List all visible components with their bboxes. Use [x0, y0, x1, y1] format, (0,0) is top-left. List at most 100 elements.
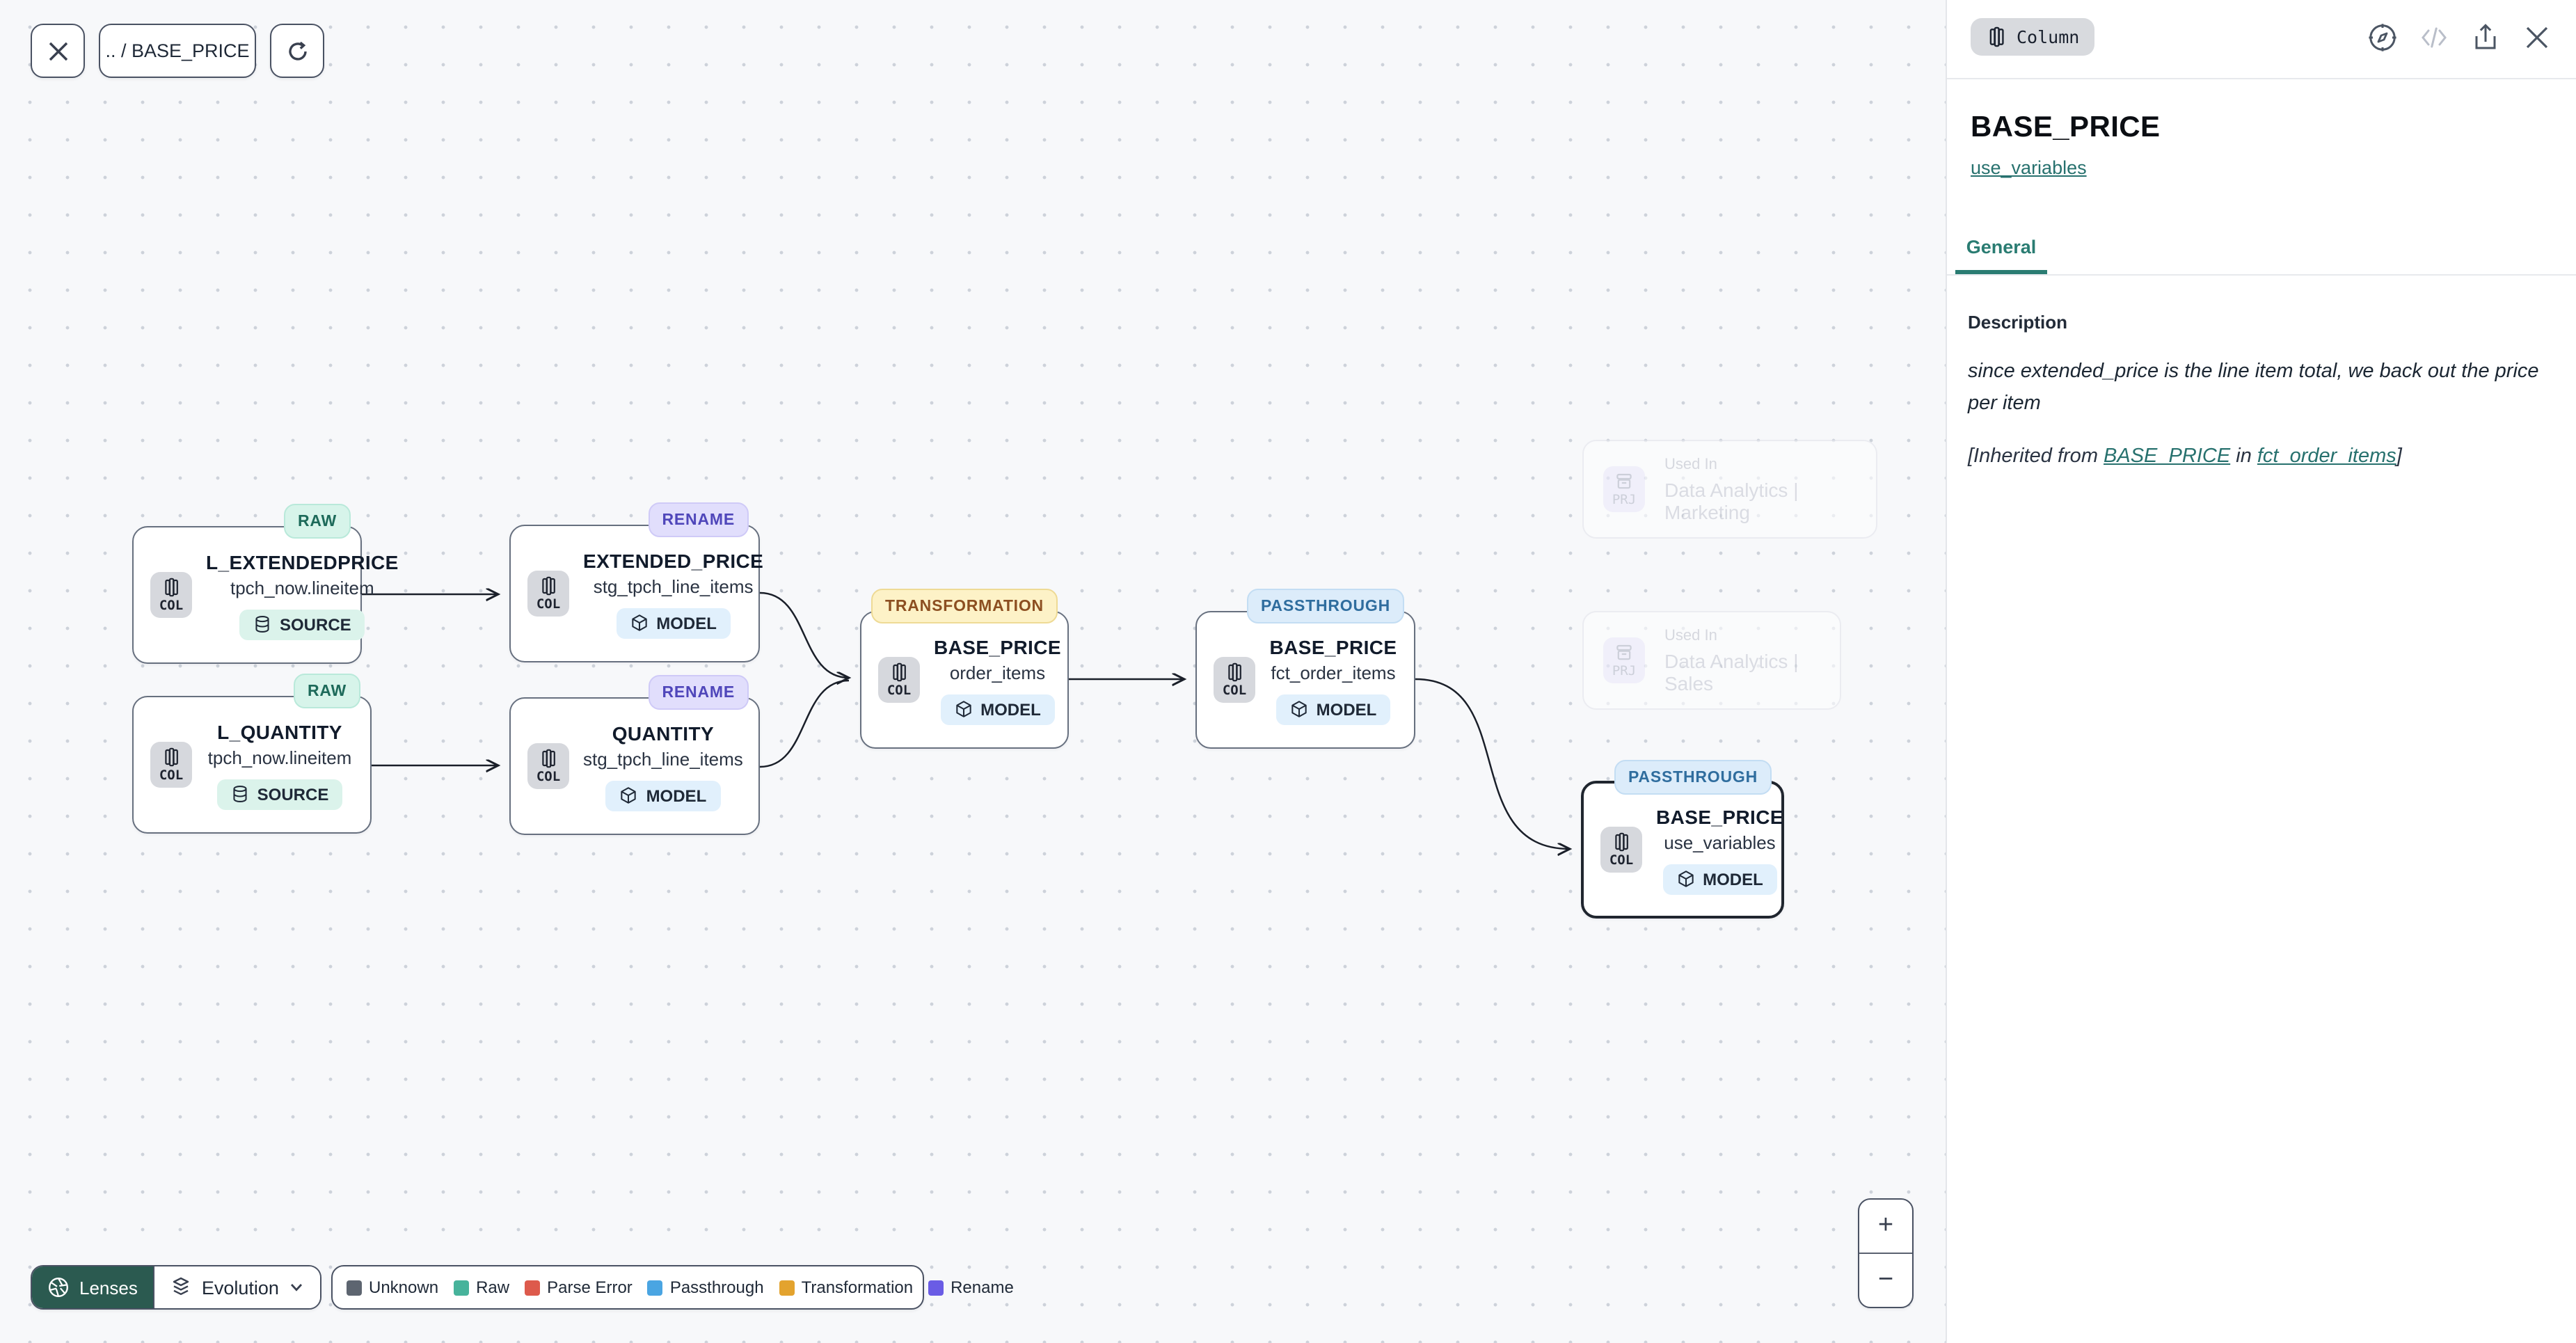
columns-icon	[165, 577, 178, 596]
node-l-extendedprice[interactable]: RAW COL L_EXTENDEDPRICE tpch_now.lineite…	[132, 504, 398, 664]
columns-icon	[1228, 662, 1241, 681]
legend-item: Raw	[454, 1278, 509, 1297]
evolution-badge: PASSTHROUGH	[1247, 589, 1404, 623]
evolution-badge: RAW	[283, 504, 351, 539]
node-title: L_EXTENDEDPRICE	[206, 550, 399, 573]
legend-swatch	[928, 1280, 944, 1295]
zoom-in-button[interactable]: +	[1859, 1200, 1912, 1254]
database-icon	[255, 616, 269, 633]
close-icon	[2526, 26, 2548, 49]
node-title: BASE_PRICE	[934, 635, 1061, 658]
legend-swatch	[779, 1280, 795, 1295]
description-label: Description	[1968, 312, 2068, 333]
kind-tag: MODEL	[605, 780, 721, 811]
node-subtitle: tpch_now.lineitem	[230, 577, 374, 598]
lenses-label: Lenses	[79, 1277, 138, 1298]
entity-type-badge: Column	[1971, 18, 2095, 56]
node-title: BASE_PRICE	[1269, 635, 1397, 658]
node-base-price-order-items[interactable]: TRANSFORMATION COL BASE_PRICE order_item…	[860, 589, 1069, 749]
description-text: since extended_price is the line item to…	[1968, 360, 2539, 415]
node-base-price-fct-order-items[interactable]: PASSTHROUGH COL BASE_PRICE fct_order_ite…	[1195, 589, 1415, 749]
inherited-column-link[interactable]: BASE_PRICE	[2104, 445, 2231, 468]
node-l-quantity[interactable]: RAW COL L_QUANTITY tpch_now.lineitem SOU…	[132, 674, 372, 834]
description-section: Description since extended_price is the …	[1947, 276, 2576, 468]
lens-selected-label: Evolution	[201, 1277, 279, 1298]
used-in-name: Data Analytics | Sales	[1664, 649, 1799, 694]
explore-lineage-button[interactable]	[2366, 21, 2399, 54]
evolution-legend: Unknown Raw Parse Error Passthrough Tran…	[331, 1265, 1014, 1310]
node-extended-price[interactable]: RENAME COL EXTENDED_PRICE stg_tpch_line_…	[509, 502, 764, 662]
cube-icon	[621, 787, 637, 804]
node-subtitle: fct_order_items	[1271, 662, 1396, 683]
node-subtitle: use_variables	[1664, 832, 1776, 852]
column-chip: COL	[878, 657, 920, 703]
inherited-note: [Inherited from BASE_PRICE in fct_order_…	[1968, 445, 2402, 468]
kind-tag: MODEL	[616, 607, 731, 638]
panel-header: Column	[1947, 0, 2576, 79]
node-subtitle: stg_tpch_line_items	[583, 748, 743, 769]
column-chip: COL	[527, 743, 569, 789]
used-in-label: Used In	[1664, 627, 1717, 644]
evolution-badge: PASSTHROUGH	[1614, 760, 1772, 795]
breadcrumb[interactable]: .. / BASE_PRICE	[99, 24, 256, 78]
columns-icon	[1989, 26, 2004, 47]
panel-tabs: General	[1947, 223, 2576, 276]
node-quantity[interactable]: RENAME COL QUANTITY stg_tpch_line_items …	[509, 675, 760, 835]
cube-icon	[631, 614, 646, 631]
close-icon	[48, 41, 67, 61]
chevron-down-icon	[291, 1284, 303, 1292]
layers-icon	[173, 1277, 189, 1295]
refresh-icon	[288, 40, 306, 60]
node-title: EXTENDED_PRICE	[583, 549, 764, 571]
legend-swatch	[647, 1280, 663, 1295]
legend-item: Transformation	[779, 1278, 913, 1297]
tab-general[interactable]: General	[1955, 223, 2047, 274]
archive-icon	[1616, 472, 1632, 488]
columns-icon	[165, 747, 178, 766]
zoom-out-button[interactable]: −	[1877, 1265, 1894, 1294]
node-base-price-use-variables[interactable]: PASSTHROUGH COL BASE_PRICE use_variables…	[1581, 760, 1784, 919]
used-in-node-marketing: PRJ Used In Data Analytics | Marketing	[1582, 440, 1877, 539]
kind-tag: SOURCE	[239, 609, 365, 639]
cube-icon	[955, 701, 971, 717]
code-icon	[2422, 27, 2447, 48]
aperture-icon	[48, 1277, 69, 1298]
legend-item: Passthrough	[647, 1278, 764, 1297]
lenses-button[interactable]: Lenses	[32, 1266, 153, 1308]
legend-item: Rename	[928, 1278, 1014, 1297]
columns-icon	[542, 575, 555, 595]
used-in-node-sales: PRJ Used In Data Analytics | Sales	[1582, 611, 1841, 710]
lenses-control: Lenses Evolution	[31, 1265, 322, 1310]
model-link[interactable]: use_variables	[1971, 157, 2087, 178]
close-panel-button[interactable]	[2520, 21, 2554, 54]
columns-icon	[893, 662, 906, 681]
refresh-button[interactable]	[270, 24, 324, 78]
node-title: QUANTITY	[612, 722, 715, 744]
inherited-model-link[interactable]: fct_order_items	[2257, 445, 2396, 468]
used-in-label: Used In	[1664, 456, 1717, 472]
share-button[interactable]	[2469, 21, 2502, 54]
project-chip: PRJ	[1603, 637, 1645, 683]
legend-item: Parse Error	[525, 1278, 633, 1297]
kind-tag: MODEL	[1662, 864, 1777, 894]
column-chip: COL	[1214, 657, 1255, 703]
panel-title: BASE_PRICE	[1971, 111, 2161, 143]
close-lineage-button[interactable]	[31, 24, 85, 78]
project-chip: PRJ	[1603, 466, 1645, 512]
view-code-button[interactable]	[2417, 21, 2451, 54]
column-chip: COL	[150, 742, 192, 788]
node-subtitle: order_items	[949, 662, 1046, 683]
legend-swatch	[347, 1280, 362, 1295]
details-panel: Column BASE_PRICE use_variables Gener	[1946, 0, 2576, 1343]
cube-icon	[1678, 871, 1693, 887]
node-title: BASE_PRICE	[1656, 805, 1783, 827]
columns-icon	[542, 748, 555, 768]
evolution-badge: TRANSFORMATION	[871, 589, 1058, 623]
node-title: L_QUANTITY	[217, 720, 342, 742]
evolution-badge: RAW	[293, 674, 360, 708]
share-icon	[2475, 24, 2496, 49]
lens-selector-dropdown[interactable]: Evolution	[152, 1266, 321, 1308]
legend-swatch	[525, 1280, 541, 1295]
lineage-canvas[interactable]: .. / BASE_PRICE RAW COL L_EXTENDEDPRICE …	[0, 0, 1946, 1343]
